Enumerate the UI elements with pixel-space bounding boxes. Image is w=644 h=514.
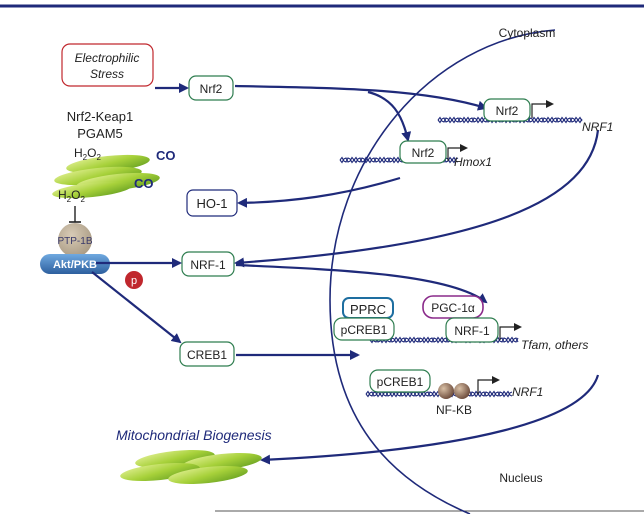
tss-arrow-nrf1-a: [531, 100, 554, 118]
phospho-circle: [125, 271, 143, 289]
ho1-box: [186, 189, 238, 217]
arrow-nrf2-to-nrf1-promoter: [234, 84, 488, 111]
akt-label: Akt/PKB: [53, 259, 97, 271]
mitochondria-cluster-biogenesis: [120, 450, 262, 484]
arrow-nrf1-to-mito-biogenesis: [260, 374, 600, 465]
nfkb-label: NF-KB: [436, 403, 472, 417]
nrf2-nuclear-label-b: Nrf2: [412, 146, 435, 160]
creb1-label: CREB1: [187, 348, 227, 362]
nrf1-nuclear-box: [445, 317, 499, 343]
gene-hmox1-label: Hmox1: [454, 155, 492, 169]
cytoplasm-label: Cytoplasm: [499, 26, 556, 40]
stress-label: Stress: [90, 67, 124, 81]
nuclear-membrane: [329, 29, 556, 514]
electrophilic-label: Electrophilic: [75, 51, 140, 65]
nucleus-label: Nucleus: [499, 471, 542, 485]
pgc1a-label: PGC-1α: [431, 301, 475, 315]
electrophilic-stress-box: [61, 43, 154, 87]
nfkb-subunit-2: [454, 383, 470, 399]
tss-arrow-hmox1: [447, 144, 468, 161]
tss-arrow-tfam: [499, 323, 522, 340]
dna-backbone-1: [437, 116, 583, 124]
pprc-label: PPRC: [350, 302, 386, 317]
co-label-2: CO: [134, 176, 154, 191]
mitochondria-cluster-upstream: [52, 154, 160, 199]
mito-biogenesis-label: Mitochondrial Biogenesis: [116, 427, 272, 443]
arrow-nrf1-gene-to-nrf1-protein: [234, 129, 600, 268]
nrf2-nuclear-box-b: [399, 140, 447, 164]
phospho-label: p: [131, 275, 137, 287]
ptp1b-label: PTP-1B: [57, 236, 92, 247]
arrow-hmox1-to-ho1: [237, 176, 401, 208]
pgam5-label: PGAM5: [77, 126, 123, 141]
pcreb1-box-b: [369, 369, 431, 393]
ptp1b-circle: [58, 223, 92, 257]
arrow-nrf2-to-hmox1-promoter: [367, 90, 412, 142]
gene-nrf1-a-label: NRF1: [582, 120, 613, 134]
nrf2-cyto-box: [188, 75, 234, 101]
h2o2-top-label: H2O2: [74, 146, 101, 162]
h2o2-bottom-label: H2O2: [58, 188, 85, 204]
nrf1-cyto-label: NRF-1: [190, 258, 226, 272]
tss-arrow-nrf1-b: [477, 376, 500, 394]
gene-nrf1-b-label: NRF1: [512, 385, 543, 399]
nrf2-nuclear-label-a: Nrf2: [496, 104, 519, 118]
arrow-akt-to-creb1: [91, 271, 182, 344]
akt-pill: [40, 254, 110, 274]
nfkb-subunit-1: [438, 383, 454, 399]
ho1-label: HO-1: [196, 196, 227, 211]
co-label-1: CO: [156, 148, 176, 163]
creb1-box: [179, 341, 235, 367]
pcreb1-label-a: pCREB1: [341, 323, 388, 337]
nrf2-cyto-label: Nrf2: [200, 82, 223, 96]
pcreb1-label-b: pCREB1: [377, 375, 424, 389]
nrf1-nuclear-label: NRF-1: [454, 324, 490, 338]
arrow-nrf1-to-promoter: [235, 263, 488, 304]
nrf2-nuclear-box-a: [483, 98, 531, 122]
nrf2-keap1-label: Nrf2-Keap1: [67, 109, 133, 124]
gene-tfam-label: Tfam, others: [521, 338, 588, 352]
nrf1-cyto-box: [181, 251, 235, 277]
pcreb1-box-a: [333, 317, 395, 341]
